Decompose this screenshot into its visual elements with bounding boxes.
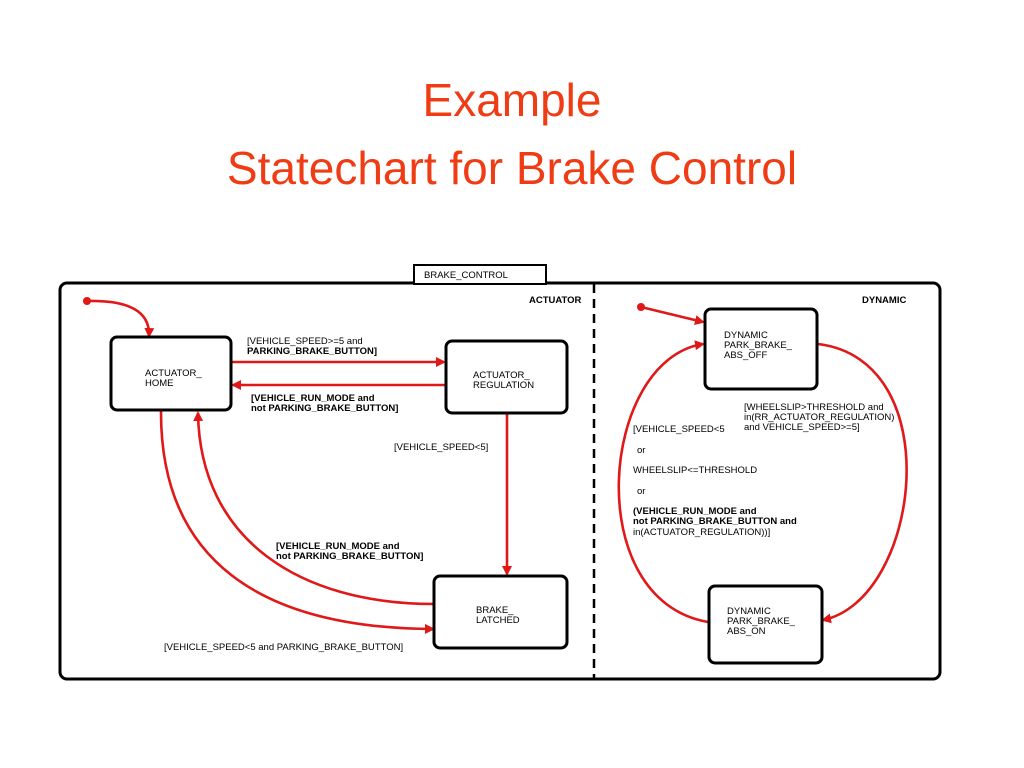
guard-line: in(ACTUATOR_REGULATION))] (633, 527, 770, 538)
state-abs-on-label-3: ABS_ON (727, 626, 766, 637)
guard-line: [VEHICLE_RUN_MODE and (251, 393, 375, 404)
transition-abs-off-to-abs-on (817, 342, 908, 624)
guard-line: not PARKING_BRAKE_BUTTON] (276, 551, 423, 562)
state-actuator-home: ACTUATOR_ HOME (109, 335, 233, 412)
label-abs-on-to-abs-off: [VEHICLE_SPEED<5 or WHEELSLIP<=THRESHOLD… (633, 424, 797, 538)
state-actuator-home-label-2: HOME (145, 378, 174, 389)
state-abs-on-label-1: DYNAMIC (727, 606, 771, 617)
state-actuator-regulation-label-2: REGULATION (473, 380, 534, 391)
slide-title-line-2: Statechart for Brake Control (226, 142, 798, 194)
guard-line: PARKING_BRAKE_BUTTON] (247, 346, 377, 357)
state-actuator-regulation: ACTUATOR_ REGULATION (444, 339, 569, 415)
state-brake-latched: BRAKE_ LATCHED (432, 574, 569, 650)
label-latched-to-home: [VEHICLE_RUN_MODE and not PARKING_BRAKE_… (276, 541, 423, 562)
transition-latched-to-home (193, 411, 435, 606)
dynamic-default-transition (640, 305, 705, 325)
state-actuator-home-label-1: ACTUATOR_ (145, 368, 202, 379)
region-label-dynamic: DYNAMIC (862, 295, 906, 306)
guard-line: [WHEELSLIP>THRESHOLD and (744, 402, 884, 413)
guard-line: not PARKING_BRAKE_BUTTON] (251, 403, 398, 414)
region-label-actuator: ACTUATOR (529, 295, 582, 306)
brake-control-tab-label: BRAKE_CONTROL (424, 270, 508, 281)
state-abs-off-label-1: DYNAMIC (724, 330, 768, 341)
guard-line: and VEHICLE_SPEED>=5] (744, 422, 860, 433)
label-abs-off-to-abs-on: [WHEELSLIP>THRESHOLD and in(RR_ACTUATOR_… (744, 402, 894, 433)
label-home-to-regulation: [VEHICLE_SPEED>=5 and PARKING_BRAKE_BUTT… (247, 336, 377, 357)
state-park-brake-abs-on: DYNAMIC PARK_BRAKE_ ABS_ON (707, 584, 824, 665)
guard-line: or (637, 486, 645, 497)
transition-home-to-latched (159, 409, 435, 634)
guard-line: [VEHICLE_SPEED>=5 and (247, 336, 363, 347)
guard-line: or (637, 445, 645, 456)
transition-abs-on-to-abs-off (617, 340, 709, 624)
state-brake-latched-label-1: BRAKE_ (476, 605, 514, 616)
state-brake-latched-label-2: LATCHED (476, 615, 520, 626)
guard-line: [VEHICLE_SPEED<5 (633, 424, 725, 435)
label-home-to-latched: [VEHICLE_SPEED<5 and PARKING_BRAKE_BUTTO… (164, 642, 403, 653)
guard-line: not PARKING_BRAKE_BUTTON and (633, 516, 797, 527)
guard-line: in(RR_ACTUATOR_REGULATION) (744, 412, 894, 423)
actuator-default-transition (86, 299, 155, 338)
label-regulation-to-latched: [VEHICLE_SPEED<5] (394, 442, 488, 453)
state-abs-on-label-2: PARK_BRAKE_ (727, 616, 796, 627)
state-abs-off-label-3: ABS_OFF (724, 350, 767, 361)
guard-line: [VEHICLE_RUN_MODE and (276, 541, 400, 552)
state-abs-off-label-2: PARK_BRAKE_ (724, 340, 793, 351)
guard-line: (VEHICLE_RUN_MODE and (633, 506, 757, 517)
state-park-brake-abs-off: DYNAMIC PARK_BRAKE_ ABS_OFF (703, 307, 819, 391)
brake-control-tab (413, 264, 547, 285)
label-regulation-to-home: [VEHICLE_RUN_MODE and not PARKING_BRAKE_… (251, 393, 398, 414)
slide-title-line-1: Example (422, 74, 602, 126)
state-actuator-regulation-label-1: ACTUATOR_ (473, 370, 530, 381)
guard-line: WHEELSLIP<=THRESHOLD (633, 465, 757, 476)
